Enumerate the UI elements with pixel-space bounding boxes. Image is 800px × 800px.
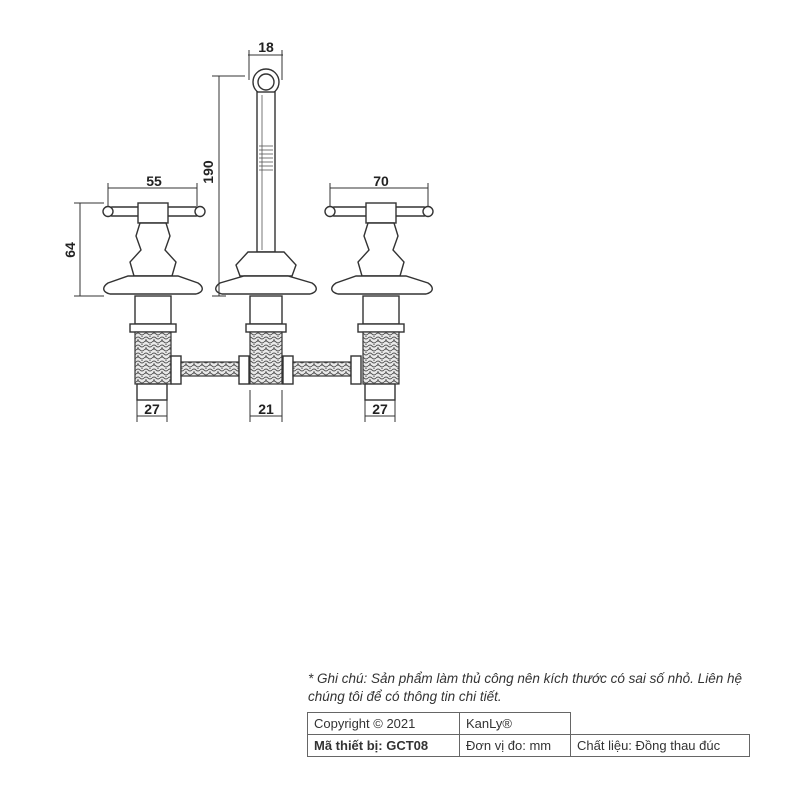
faucet-technical-drawing: 18 190 55 70 64 27 21 27: [62, 39, 434, 422]
info-row-2: Mã thiết bị: GCT08 Đơn vị đo: mm Chất li…: [307, 734, 750, 757]
right-valve: [324, 202, 434, 401]
note-prefix: * Ghi chú:: [308, 671, 368, 686]
dim-left-connector: 27: [144, 401, 160, 417]
dim-valve-height: 64: [62, 242, 78, 258]
dim-left-handle-width: 55: [146, 173, 162, 189]
left-valve: [102, 202, 206, 401]
connector-hoses: [170, 355, 362, 385]
empty-cell: [570, 712, 750, 735]
dim-right-connector: 27: [372, 401, 388, 417]
dim-spout-height: 190: [200, 160, 216, 184]
disclaimer-note: * Ghi chú: Sản phẩm làm thủ công nên kíc…: [308, 670, 748, 706]
spout-aerator: [259, 145, 273, 171]
dim-spout-width: 18: [258, 39, 274, 55]
dimension-lines: [74, 50, 429, 422]
copyright-cell: Copyright © 2021: [307, 712, 460, 735]
dim-center-connector: 21: [258, 401, 274, 417]
product-code-cell: Mã thiết bị: GCT08: [307, 734, 460, 757]
material-cell: Chất liệu: Đồng thau đúc: [570, 734, 750, 757]
brand-cell: KanLy®: [459, 712, 571, 735]
dim-right-handle-width: 70: [373, 173, 389, 189]
info-row-1: Copyright © 2021 KanLy®: [307, 712, 750, 735]
product-info-table: Copyright © 2021 KanLy® Mã thiết bị: GCT…: [307, 712, 750, 757]
unit-cell: Đơn vị đo: mm: [459, 734, 571, 757]
spout: [215, 68, 317, 385]
note-text: Sản phẩm làm thủ công nên kích thước có …: [308, 671, 742, 704]
